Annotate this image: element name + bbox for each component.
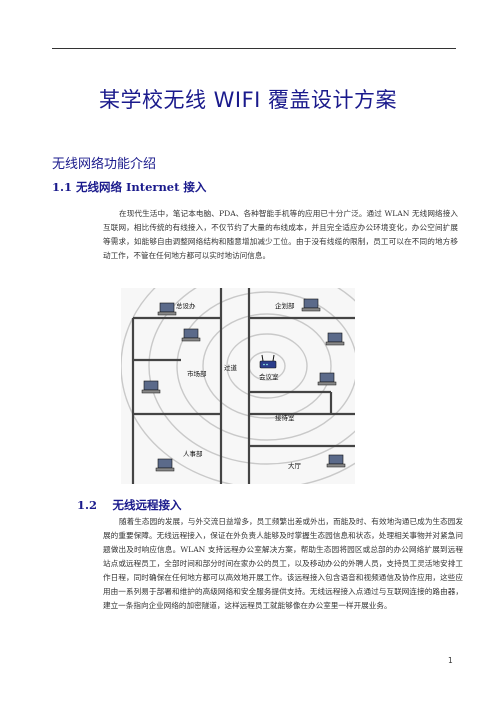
document-title: 某学校无线 WIFI 覆盖设计方案 [98, 88, 398, 112]
paragraph-remote-access: 随着生态园的发展，与外交流日益增多，员工频繁出差或外出，而能及时、有效地沟通已成… [103, 517, 463, 610]
laptop-icon [301, 298, 321, 312]
room-label-general-office: 总设办 [176, 302, 196, 310]
coverage-rings [121, 288, 355, 484]
laptop-icon [317, 372, 337, 386]
page-number: 1 [448, 656, 453, 665]
subsection-heading-1-2: 1.2 无线远程接入 [77, 498, 182, 512]
laptop-icon [157, 302, 177, 316]
laptop-icon [155, 458, 175, 472]
header-rule [52, 48, 456, 49]
laptop-icon [141, 380, 161, 394]
walls [131, 288, 355, 484]
laptop-icon [325, 332, 345, 346]
wireless-router-icon [259, 354, 277, 369]
room-label-reception-room: 接待室 [275, 414, 295, 422]
room-label-meeting-room: 会议室 [259, 373, 279, 381]
room-label-lobby: 大厅 [288, 462, 301, 470]
room-label-marketing-dept: 市场部 [187, 370, 207, 378]
wireless-coverage-diagram: 总设办 企划部 市场部 过道 会议室 接待室 人事部 大厅 [121, 288, 355, 484]
laptop-icon [181, 328, 201, 342]
section-heading: 无线网络功能介绍 [52, 157, 157, 172]
diagram-background [121, 288, 355, 484]
room-label-planning-dept: 企划部 [275, 302, 295, 310]
floor-plan-svg [121, 288, 355, 484]
subsection-heading-1-1: 1.1 无线网络 Internet 接入 [52, 180, 207, 194]
paragraph-internet-access: 在现代生活中，笔记本电脑、PDA、各种智能手机等的应用已十分广泛。通过 WLAN… [103, 209, 458, 260]
room-label-corridor: 过道 [224, 364, 237, 372]
room-label-hr-dept: 人事部 [183, 450, 203, 458]
laptop-icon [326, 454, 346, 468]
